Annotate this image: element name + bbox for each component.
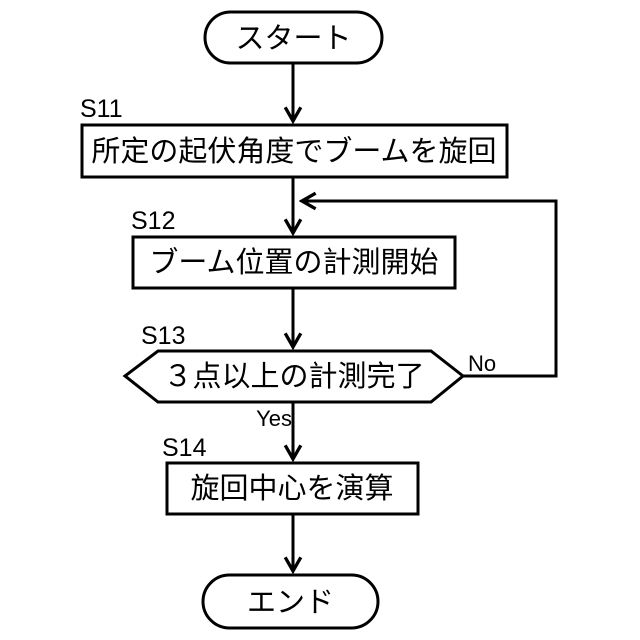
process-s12-label: ブーム位置の計測開始	[149, 246, 438, 279]
end-terminal	[201, 573, 380, 630]
start-terminal-label: スタート	[235, 23, 351, 55]
decision-s13	[122, 349, 466, 404]
process-s12	[131, 235, 457, 290]
no-branch-label: No	[468, 351, 496, 376]
process-s14-label: 旋回中心を演算	[190, 472, 393, 505]
step-label-s14: S14	[162, 434, 207, 462]
edge-no-loop	[302, 201, 558, 378]
process-s11-label: 所定の起伏角度でブームを旋回	[91, 135, 496, 168]
step-label-s13: S13	[141, 322, 185, 350]
process-s14	[165, 461, 420, 516]
yes-branch-label: Yes	[256, 406, 292, 431]
process-s11	[80, 123, 509, 179]
decision-s13-label: ３点以上の計測完了	[163, 360, 424, 393]
step-label-s12: S12	[131, 207, 175, 235]
step-label-s11: S11	[80, 95, 123, 123]
end-terminal-label: エンド	[247, 587, 334, 619]
